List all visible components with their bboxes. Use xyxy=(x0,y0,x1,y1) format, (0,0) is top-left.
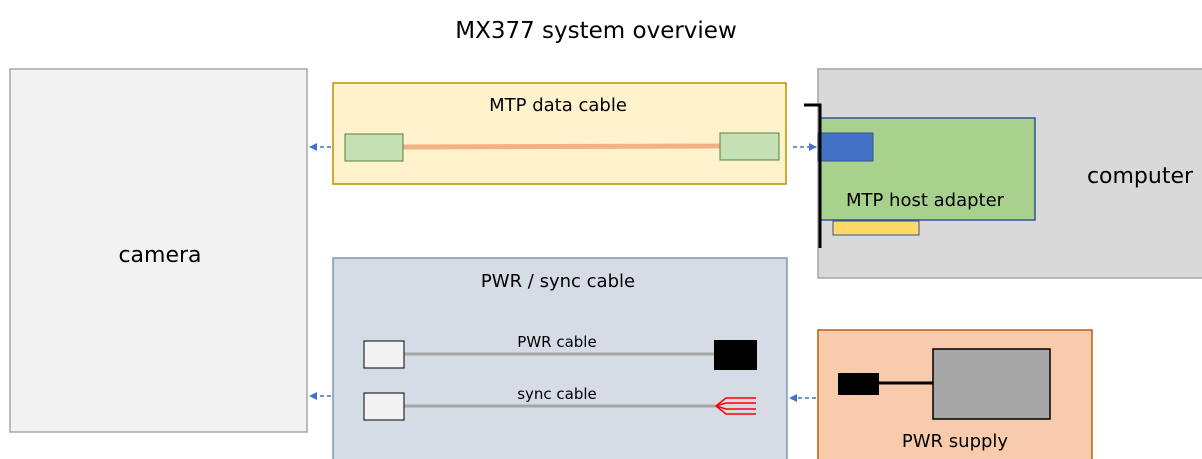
pwr-sync-box xyxy=(332,257,788,459)
adapter-port xyxy=(817,132,874,162)
supply-plug xyxy=(838,373,879,395)
pwr-supply: PWR supply xyxy=(817,329,1093,459)
fiber-line xyxy=(402,143,721,150)
supply-body xyxy=(932,348,1051,420)
mtp-connector-right xyxy=(719,132,780,161)
camera-box: camera xyxy=(9,68,308,433)
adapter-label: MTP host adapter xyxy=(846,190,1005,211)
pwr-supply-label: PWR supply xyxy=(902,431,1009,452)
pwr-sync-cable: PWR / sync cable PWR cable sync cable xyxy=(332,257,788,459)
mtp-host-adapter: MTP host adapter xyxy=(804,103,1036,248)
pwr-connector-camera xyxy=(363,340,405,369)
mtp-cable-label: MTP data cable xyxy=(489,95,627,116)
adapter-contacts xyxy=(832,220,920,236)
mtp-data-cable: MTP data cable xyxy=(332,82,787,185)
pwr-connector-supply xyxy=(714,340,757,370)
pwr-cable-label: PWR cable xyxy=(517,333,596,351)
pwr-sync-label: PWR / sync cable xyxy=(481,271,635,292)
mtp-connector-left xyxy=(344,133,404,162)
camera-label: camera xyxy=(118,243,201,268)
mtp-cable-box xyxy=(332,82,787,185)
sync-cable-label: sync cable xyxy=(517,385,597,403)
sync-connector-camera xyxy=(363,392,405,421)
adapter-bracket xyxy=(804,103,822,248)
computer-label: computer xyxy=(1087,164,1194,189)
sync-fork-icon xyxy=(715,397,756,415)
diagram-title: MX377 system overview xyxy=(455,18,737,44)
